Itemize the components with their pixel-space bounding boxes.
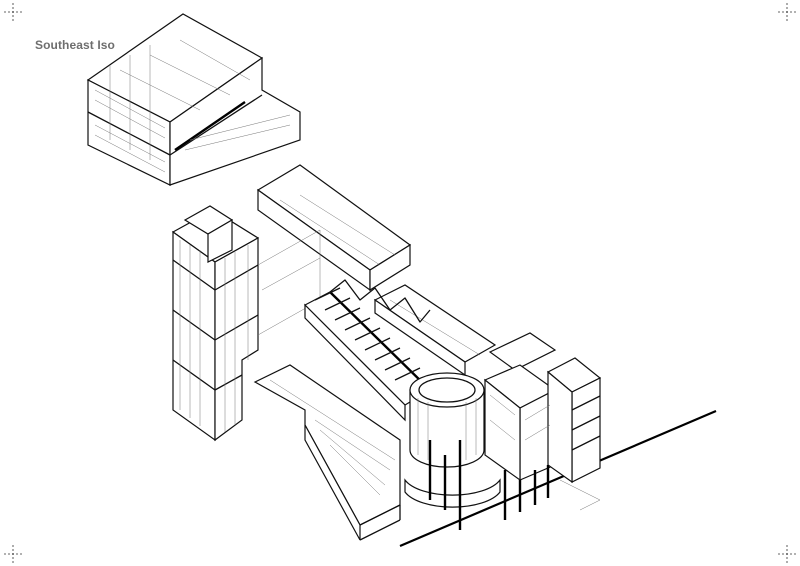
crop-marks <box>4 3 796 563</box>
staircase <box>303 279 431 422</box>
right-block <box>483 332 602 520</box>
bridge <box>256 164 497 377</box>
lower-ramp <box>253 364 401 541</box>
ground-line <box>399 409 717 548</box>
view-label: Southeast Iso <box>35 38 115 52</box>
cylinder-tower <box>404 372 501 530</box>
upper-block <box>86 13 301 186</box>
tower <box>171 205 321 442</box>
